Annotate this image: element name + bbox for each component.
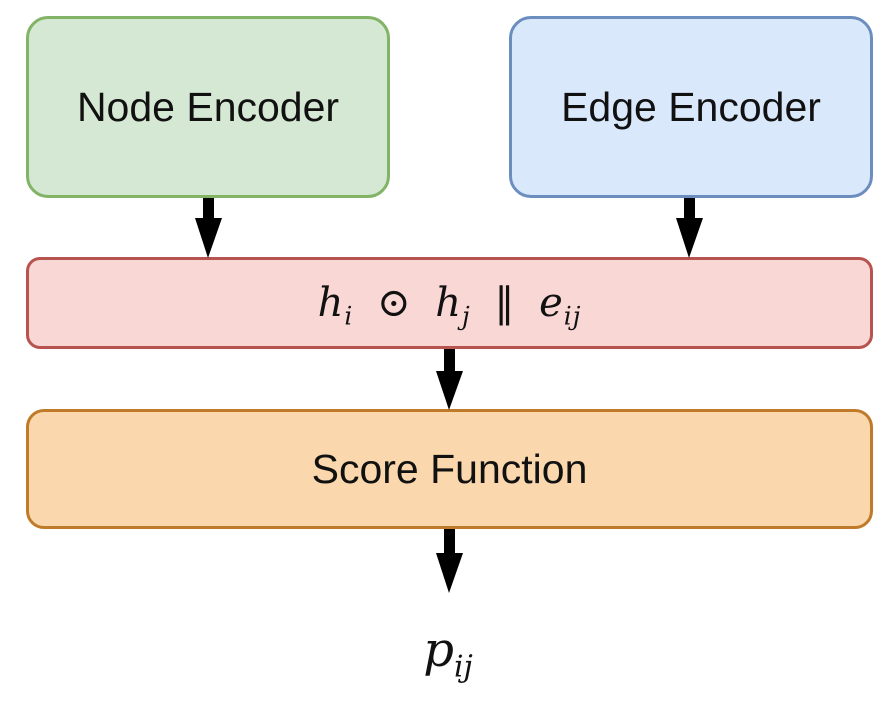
h-i-subscript: i: [344, 301, 354, 331]
score-function-box: Score Function: [26, 409, 873, 529]
combine-box: hi ⊙ hj ‖ eij: [26, 257, 873, 349]
node-encoder-label: Node Encoder: [76, 83, 340, 130]
e-ij-symbol: e: [539, 280, 564, 326]
arrow-node-to-combine: [195, 198, 222, 258]
arrow-combine-to-score: [436, 349, 463, 410]
edge-encoder-box: Edge Encoder: [509, 16, 873, 198]
output-p-ij: pij: [0, 622, 896, 692]
combine-formula: hi ⊙ hj ‖ eij: [317, 280, 582, 329]
e-ij-subscript: ij: [563, 301, 582, 331]
edge-encoder-label: Edge Encoder: [561, 83, 821, 130]
concat-operator: ‖: [494, 280, 516, 326]
hadamard-operator: ⊙: [376, 280, 412, 326]
h-j-subscript: j: [461, 301, 471, 331]
output-subscript: ij: [453, 649, 473, 685]
arrow-score-to-output: [436, 529, 463, 593]
node-encoder-box: Node Encoder: [26, 16, 390, 198]
score-function-label: Score Function: [311, 445, 588, 492]
arrow-edge-to-combine: [676, 198, 703, 258]
output-symbol: p: [423, 622, 454, 678]
h-i-symbol: h: [317, 280, 345, 326]
h-j-symbol: h: [435, 280, 462, 326]
